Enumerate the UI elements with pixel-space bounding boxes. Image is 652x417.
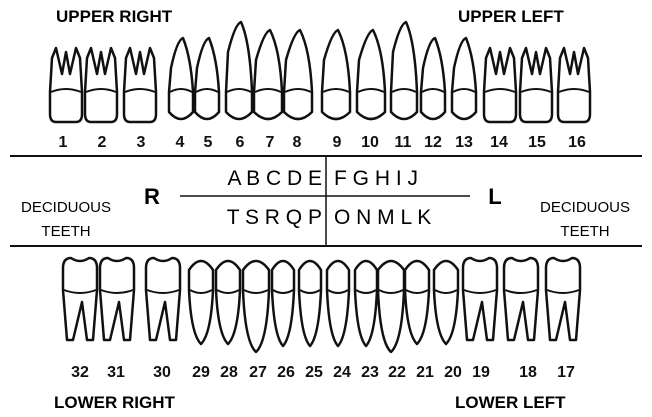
lower-tooth-number: 25 xyxy=(305,364,323,381)
upper-tooth-number: 8 xyxy=(293,134,302,151)
lower-tooth-30 xyxy=(146,258,180,340)
lower-tooth-numbers: 32 31 30 29 28 27 26 25 24 23 22 21 20 19 18 17 xyxy=(71,364,575,381)
lower-tooth-23 xyxy=(355,261,377,346)
lower-tooth-number: 29 xyxy=(192,364,210,381)
lower-tooth-31 xyxy=(100,258,134,340)
upper-tooth-6 xyxy=(226,22,252,119)
lower-teeth xyxy=(63,258,580,352)
upper-tooth-4 xyxy=(169,38,193,119)
lower-tooth-number: 26 xyxy=(277,364,295,381)
lower-tooth-20 xyxy=(434,261,458,344)
upper-tooth-number: 4 xyxy=(176,134,185,151)
deciduous-lower-right: T S R Q P xyxy=(227,206,322,229)
lower-tooth-number: 28 xyxy=(220,364,238,381)
upper-tooth-number: 12 xyxy=(424,134,442,151)
upper-tooth-12 xyxy=(421,38,445,119)
upper-teeth xyxy=(50,22,590,122)
upper-tooth-11 xyxy=(391,22,417,119)
lower-left-heading: LOWER LEFT xyxy=(455,393,566,412)
deciduous-label-right-2: TEETH xyxy=(560,223,609,240)
upper-tooth-number: 3 xyxy=(137,134,146,151)
upper-tooth-number: 1 xyxy=(59,134,68,151)
right-side-letter: R xyxy=(144,184,160,209)
deciduous-label-left-2: TEETH xyxy=(41,223,90,240)
upper-left-heading: UPPER LEFT xyxy=(458,7,564,26)
lower-tooth-17 xyxy=(546,258,580,340)
lower-tooth-18 xyxy=(504,258,538,340)
deciduous-upper-left: F G H I J xyxy=(334,167,418,190)
upper-tooth-number: 6 xyxy=(236,134,245,151)
upper-tooth-number: 14 xyxy=(490,134,508,151)
upper-tooth-number: 11 xyxy=(395,134,412,151)
upper-tooth-8 xyxy=(284,30,312,119)
lower-tooth-number: 17 xyxy=(557,364,575,381)
upper-right-heading: UPPER RIGHT xyxy=(56,7,173,26)
upper-tooth-number: 5 xyxy=(204,134,213,151)
lower-tooth-number: 20 xyxy=(444,364,462,381)
lower-tooth-21 xyxy=(405,261,429,344)
lower-tooth-26 xyxy=(272,261,294,346)
upper-tooth-number: 16 xyxy=(568,134,586,151)
lower-tooth-number: 23 xyxy=(361,364,379,381)
upper-tooth-16 xyxy=(558,48,590,122)
upper-tooth-3 xyxy=(124,48,156,122)
lower-tooth-29 xyxy=(189,261,213,344)
upper-tooth-13 xyxy=(452,38,476,119)
lower-tooth-number: 31 xyxy=(107,364,125,381)
lower-tooth-number: 24 xyxy=(333,364,351,381)
upper-tooth-7 xyxy=(254,30,282,119)
upper-tooth-9 xyxy=(322,30,350,119)
lower-tooth-32 xyxy=(63,258,97,340)
lower-tooth-number: 22 xyxy=(388,364,406,381)
upper-tooth-10 xyxy=(357,30,385,119)
deciduous-upper-right: A B C D E xyxy=(227,167,322,190)
upper-tooth-number: 13 xyxy=(455,134,473,151)
upper-tooth-number: 7 xyxy=(266,134,275,151)
deciduous-label-left-1: DECIDUOUS xyxy=(21,199,111,216)
lower-tooth-number: 18 xyxy=(519,364,537,381)
lower-tooth-number: 19 xyxy=(472,364,490,381)
lower-tooth-28 xyxy=(216,261,240,344)
lower-tooth-27 xyxy=(243,261,269,352)
lower-tooth-25 xyxy=(299,261,321,346)
lower-tooth-19 xyxy=(463,258,497,340)
upper-tooth-number: 15 xyxy=(528,134,546,151)
upper-tooth-2 xyxy=(85,48,117,122)
lower-tooth-22 xyxy=(378,261,404,352)
upper-tooth-5 xyxy=(195,38,219,119)
upper-tooth-number: 9 xyxy=(333,134,342,151)
upper-tooth-15 xyxy=(520,48,552,122)
deciduous-lower-left: O N M L K xyxy=(334,206,431,229)
lower-tooth-number: 32 xyxy=(71,364,89,381)
upper-tooth-1 xyxy=(50,48,82,122)
lower-right-heading: LOWER RIGHT xyxy=(54,393,175,412)
upper-tooth-number: 10 xyxy=(361,134,379,151)
deciduous-label-right-1: DECIDUOUS xyxy=(540,199,630,216)
lower-tooth-number: 27 xyxy=(249,364,267,381)
lower-tooth-24 xyxy=(327,261,349,346)
lower-tooth-number: 21 xyxy=(416,364,434,381)
lower-tooth-number: 30 xyxy=(153,364,171,381)
left-side-letter: L xyxy=(488,184,501,209)
upper-tooth-14 xyxy=(484,48,516,122)
upper-tooth-number: 2 xyxy=(98,134,107,151)
